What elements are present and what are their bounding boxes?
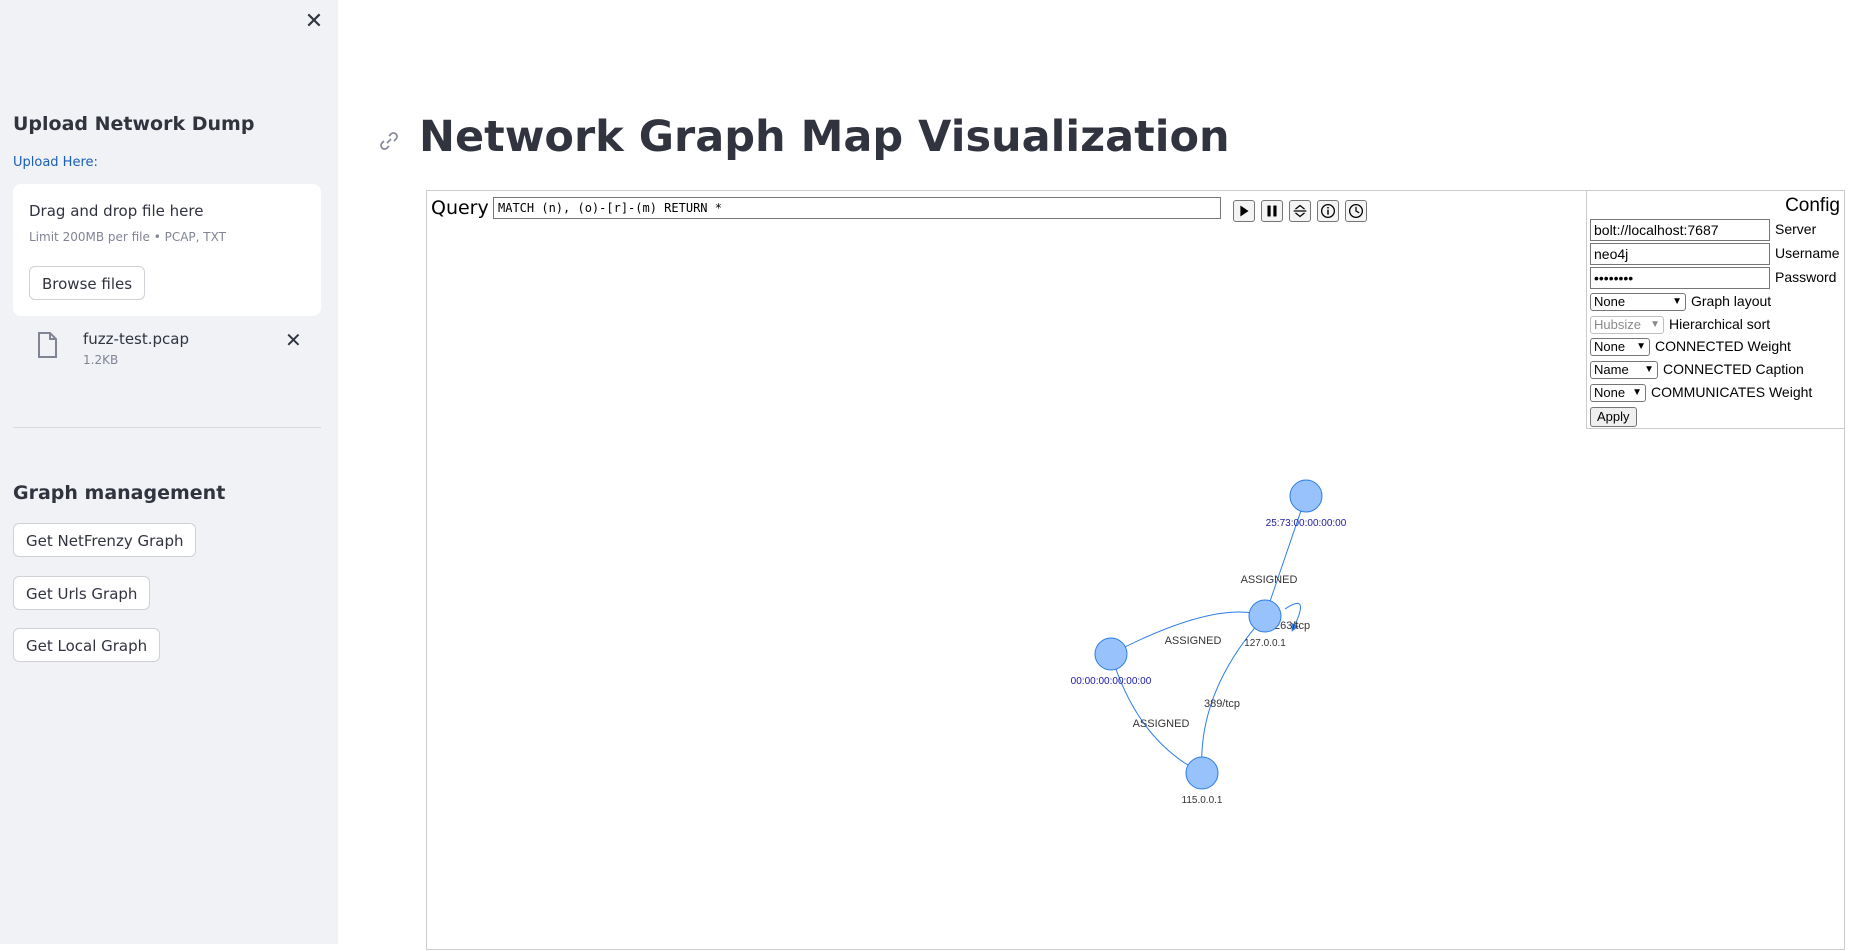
graph-edge-label: 389/tcp — [1204, 698, 1240, 710]
browse-files-button[interactable]: Browse files — [29, 266, 146, 300]
chevron-down-icon: ▼ — [1632, 387, 1642, 398]
get-urls-graph-button[interactable]: Get Urls Graph — [13, 576, 151, 610]
pause-icon[interactable] — [1261, 200, 1283, 222]
connected-weight-select[interactable]: None ▼ — [1590, 338, 1650, 356]
graph-layout-select[interactable]: None ▼ — [1590, 293, 1686, 311]
graph-edge[interactable] — [1284, 603, 1301, 632]
network-graph[interactable]: ASSIGNEDASSIGNEDASSIGNED389/tcp1263/tcp … — [427, 191, 1844, 951]
close-sidebar-icon[interactable]: ✕ — [304, 9, 324, 34]
graph-edge[interactable] — [1201, 615, 1266, 774]
uploaded-file-row: fuzz-test.pcap 1.2KB ✕ — [13, 320, 321, 376]
get-netfrenzy-graph-button[interactable]: Get NetFrenzy Graph — [13, 523, 197, 557]
hierarchical-sort-select: Hubsize ▼ — [1590, 316, 1664, 334]
remove-file-icon[interactable]: ✕ — [285, 328, 302, 352]
graph-edge-label: ASSIGNED — [1133, 718, 1190, 730]
file-icon — [38, 332, 57, 358]
graph-node-label: 00:00:00:00:00:00 — [1071, 676, 1152, 687]
graph-management-heading: Graph management — [13, 482, 226, 504]
graph-node-label: 115.0.0.1 — [1182, 795, 1223, 806]
info-icon[interactable] — [1317, 200, 1339, 222]
connected-weight-value: None — [1594, 339, 1626, 354]
hierarchical-sort-value: Hubsize — [1594, 317, 1641, 332]
connected-caption-select[interactable]: Name ▼ — [1590, 361, 1658, 379]
graph-edge-label: ASSIGNED — [1241, 574, 1298, 586]
play-icon[interactable] — [1233, 200, 1255, 222]
chevron-down-icon: ▼ — [1636, 341, 1646, 352]
chevron-down-icon: ▼ — [1672, 296, 1682, 307]
graph-frame: Query MATCH (n), (o)-[r]-(m) RETURN * AS… — [426, 190, 1845, 950]
file-size: 1.2KB — [83, 353, 119, 367]
graph-node-label: 25:73:00:00:00:00 — [1266, 518, 1347, 529]
graph-edge[interactable] — [1109, 653, 1203, 774]
sidebar-divider — [13, 427, 321, 428]
chevron-down-icon: ▼ — [1644, 364, 1654, 375]
graph-node[interactable] — [1094, 637, 1128, 671]
page-title: Network Graph Map Visualization — [419, 112, 1230, 162]
apply-button[interactable]: Apply — [1590, 407, 1637, 427]
stabilize-icon[interactable] — [1289, 200, 1311, 222]
graph-node[interactable] — [1289, 479, 1323, 513]
graph-edge-label: ASSIGNED — [1165, 635, 1222, 647]
config-title: Config — [1785, 195, 1840, 216]
get-local-graph-button[interactable]: Get Local Graph — [13, 628, 161, 662]
graph-layout-label: Graph layout — [1691, 293, 1772, 309]
upload-label: Upload Here: — [13, 155, 98, 170]
history-clock-icon[interactable] — [1345, 200, 1367, 222]
username-input[interactable]: neo4j — [1590, 243, 1770, 265]
server-label: Server — [1775, 221, 1817, 237]
connected-caption-value: Name — [1594, 362, 1629, 377]
connected-caption-label: CONNECTED Caption — [1663, 361, 1804, 377]
hierarchical-sort-label: Hierarchical sort — [1669, 316, 1771, 332]
communicates-weight-select[interactable]: None ▼ — [1590, 384, 1646, 402]
password-input[interactable]: •••••••• — [1590, 267, 1770, 289]
username-label: Username — [1775, 245, 1840, 261]
communicates-weight-label: COMMUNICATES Weight — [1651, 384, 1813, 400]
graph-edge[interactable] — [1110, 611, 1266, 655]
dropzone-limit: Limit 200MB per file • PCAP, TXT — [29, 230, 226, 244]
server-input[interactable]: bolt://localhost:7687 — [1590, 219, 1770, 241]
chevron-down-icon: ▼ — [1650, 319, 1660, 330]
query-input[interactable]: MATCH (n), (o)-[r]-(m) RETURN * — [493, 197, 1221, 219]
graph-node[interactable] — [1248, 599, 1282, 633]
graph-node-label: 127.0.0.1 — [1244, 638, 1286, 649]
sidebar: ✕ Upload Network Dump Upload Here: Drag … — [0, 0, 338, 944]
file-dropzone[interactable]: Drag and drop file here Limit 200MB per … — [13, 184, 321, 316]
query-label: Query — [431, 197, 489, 219]
graph-edge[interactable] — [1264, 495, 1308, 617]
graph-node[interactable] — [1185, 756, 1219, 790]
password-label: Password — [1775, 269, 1837, 285]
graph-layout-value: None — [1594, 294, 1626, 309]
upload-heading: Upload Network Dump — [13, 113, 255, 135]
communicates-weight-value: None — [1594, 385, 1626, 400]
dropzone-title: Drag and drop file here — [29, 202, 204, 220]
connected-weight-label: CONNECTED Weight — [1655, 338, 1791, 354]
config-panel: Config bolt://localhost:7687 Server neo4… — [1586, 191, 1844, 429]
file-name: fuzz-test.pcap — [83, 330, 190, 348]
anchor-link-icon[interactable] — [378, 130, 400, 152]
